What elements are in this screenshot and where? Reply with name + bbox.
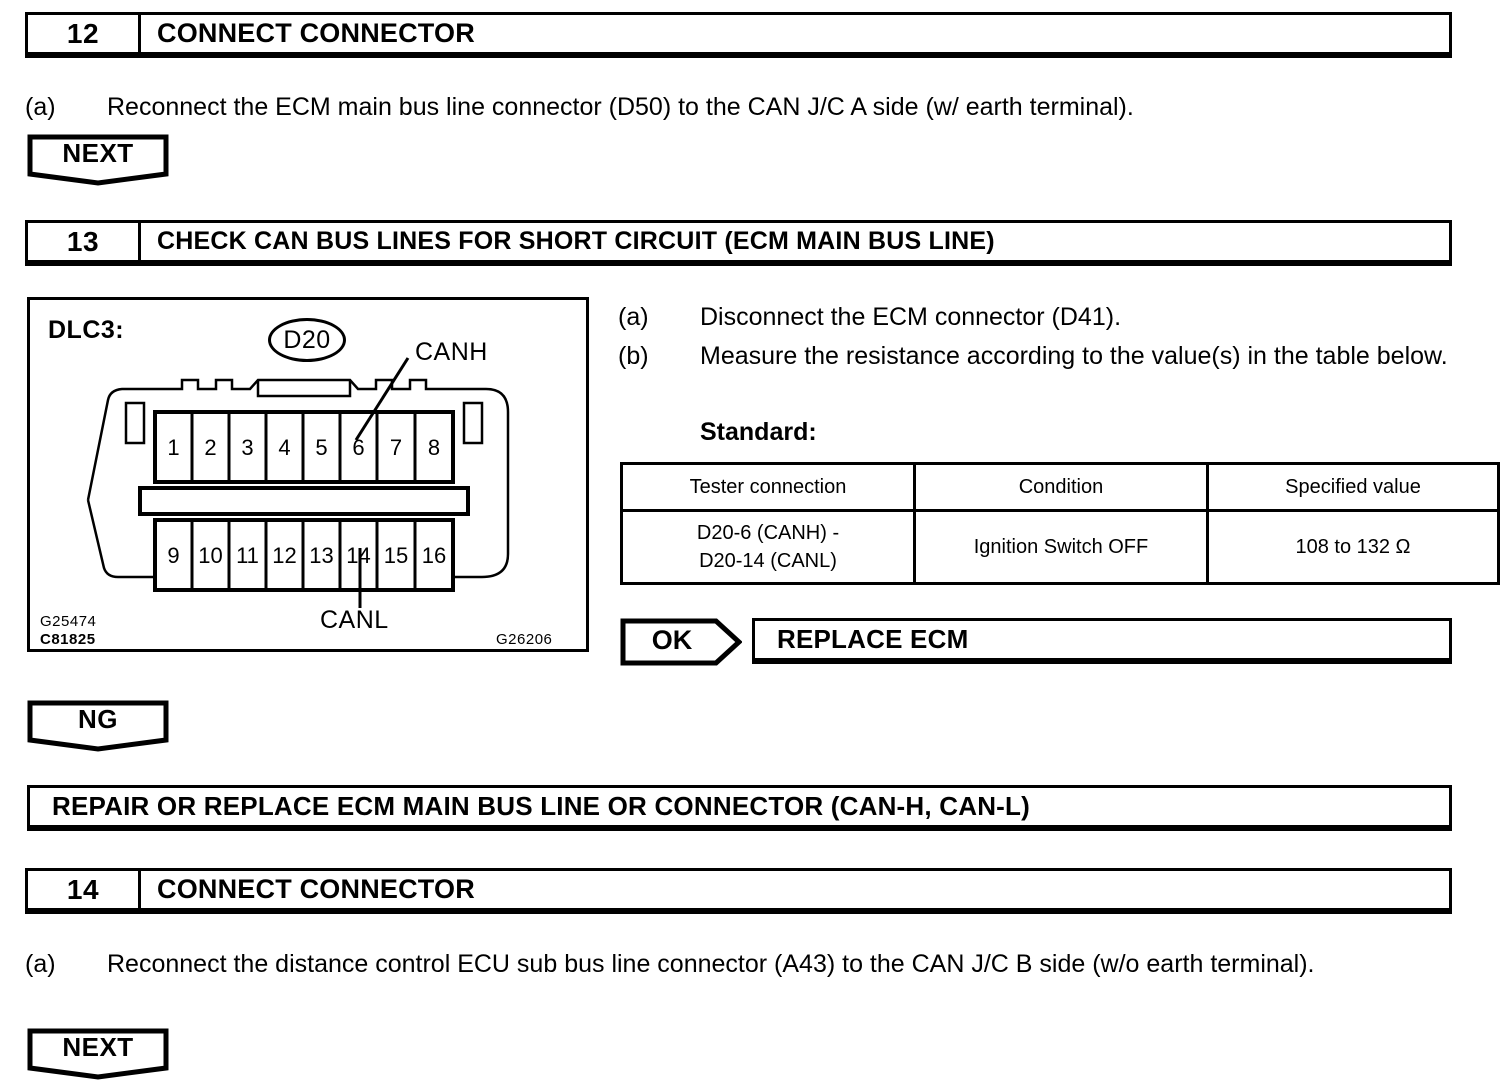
standard-label: Standard: [700, 418, 817, 446]
pin-number: 5 [315, 435, 328, 460]
step-number: 12 [28, 15, 141, 52]
step-header-14: 14 CONNECT CONNECTOR [25, 868, 1452, 914]
marker-ok: OK [620, 618, 742, 666]
table-row: D20-6 (CANH) - D20-14 (CANL) Ignition Sw… [620, 509, 1500, 585]
step-14-instruction-a: (a) Reconnect the distance control ECU s… [25, 945, 1463, 983]
pin-number: 11 [236, 543, 259, 568]
instruction-marker: (a) [25, 93, 56, 121]
banner-label: NEXT [62, 138, 134, 168]
banner-next-12: NEXT [27, 134, 169, 186]
instruction-marker: (a) [618, 303, 649, 331]
pin-number: 12 [272, 543, 297, 568]
banner-label: NG [78, 704, 118, 734]
figure-code-c81825: C81825 [40, 631, 96, 648]
step-header-12: 12 CONNECT CONNECTOR [25, 12, 1452, 58]
connector-ref-oval: D20 [268, 318, 346, 362]
figure-title: DLC3: [48, 316, 125, 344]
pin-number: 9 [167, 543, 180, 568]
pin-number: 1 [167, 435, 180, 460]
pin-number: 13 [309, 543, 334, 568]
banner-shape-icon [27, 134, 169, 186]
step-title: CONNECT CONNECTOR [157, 18, 475, 48]
instruction-marker: (b) [618, 342, 649, 370]
figure-dlc3-connector: DLC3: D20 [27, 297, 589, 652]
step-number: 14 [28, 871, 141, 908]
result-label: REPLACE ECM [777, 624, 969, 654]
instruction-text: Measure the resistance according to the … [700, 342, 1448, 370]
result-replace-ecm: REPLACE ECM [752, 618, 1452, 664]
step-title: CHECK CAN BUS LINES FOR SHORT CIRCUIT (E… [157, 227, 995, 255]
pin-number: 8 [427, 435, 441, 460]
step-13-instruction-b: (b) Measure the resistance according to … [618, 337, 1463, 375]
banner-shape-icon [27, 1028, 169, 1080]
banner-shape-icon [27, 700, 169, 752]
figure-code-g25474: G25474 [40, 613, 97, 630]
pin-number: 7 [389, 435, 403, 460]
banner-label: NEXT [62, 1032, 134, 1062]
table-header-specified-value: Specified value [1206, 462, 1500, 512]
cell-condition: Ignition Switch OFF [913, 509, 1209, 585]
connector-outline-icon [86, 357, 510, 608]
figure-code-g26206: G26206 [496, 631, 553, 648]
pin-number: 4 [278, 435, 291, 460]
table-header-row: Tester connection Condition Specified va… [620, 462, 1500, 512]
result-repair-or-replace: REPAIR OR REPLACE ECM MAIN BUS LINE OR C… [27, 785, 1452, 831]
cell-specified-value: 108 to 132 Ω [1206, 509, 1500, 585]
pin-number: 16 [421, 543, 447, 568]
tester-connection-line-1: D20-6 (CANH) - [696, 522, 840, 544]
step-number: 13 [28, 223, 141, 260]
specification-table: Tester connection Condition Specified va… [620, 462, 1500, 585]
pin-number: 10 [198, 543, 223, 568]
step-12-instruction-a: (a) Reconnect the ECM main bus line conn… [25, 88, 1455, 126]
repair-bar-label: REPAIR OR REPLACE ECM MAIN BUS LINE OR C… [52, 791, 1030, 821]
connector-ref-label: D20 [283, 325, 331, 354]
tester-connection-line-2: D20-14 (CANL) [699, 550, 837, 572]
pin-number: 14 [346, 543, 371, 568]
pin-number: 2 [204, 435, 217, 460]
step-header-13: 13 CHECK CAN BUS LINES FOR SHORT CIRCUIT… [25, 220, 1452, 266]
table-header-condition: Condition [913, 462, 1209, 512]
step-13-instruction-a: (a) Disconnect the ECM connector (D41). [618, 298, 1458, 336]
pin-number: 15 [383, 543, 409, 568]
ok-label: OK [651, 625, 693, 655]
callout-canh-label: CANH [415, 338, 488, 366]
ok-arrow-shape-icon [620, 618, 742, 666]
pin-number: 3 [241, 435, 254, 460]
callout-canl-label: CANL [320, 606, 389, 634]
step-title: CONNECT CONNECTOR [157, 874, 475, 904]
instruction-marker: (a) [25, 950, 56, 978]
cell-tester-connection: D20-6 (CANH) - D20-14 (CANL) [620, 509, 916, 585]
instruction-text: Reconnect the ECM main bus line connecto… [107, 93, 1134, 121]
banner-ng-13: NG [27, 700, 169, 752]
banner-next-14: NEXT [27, 1028, 169, 1080]
table-header-tester-connection: Tester connection [620, 462, 916, 512]
instruction-text: Reconnect the distance control ECU sub b… [107, 950, 1315, 978]
pin-number: 6 [352, 435, 365, 460]
instruction-text: Disconnect the ECM connector (D41). [700, 303, 1122, 331]
